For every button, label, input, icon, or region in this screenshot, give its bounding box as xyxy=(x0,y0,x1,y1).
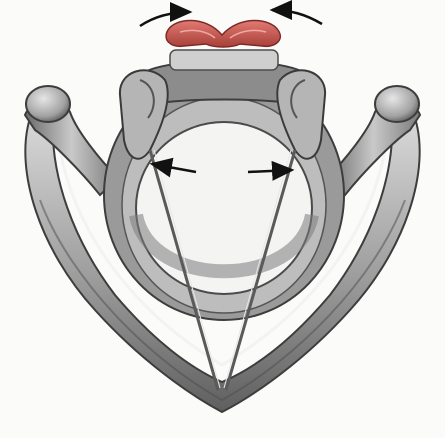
top-right-curved-arrow-icon xyxy=(272,10,322,24)
interarytenoid-muscle xyxy=(166,20,280,47)
